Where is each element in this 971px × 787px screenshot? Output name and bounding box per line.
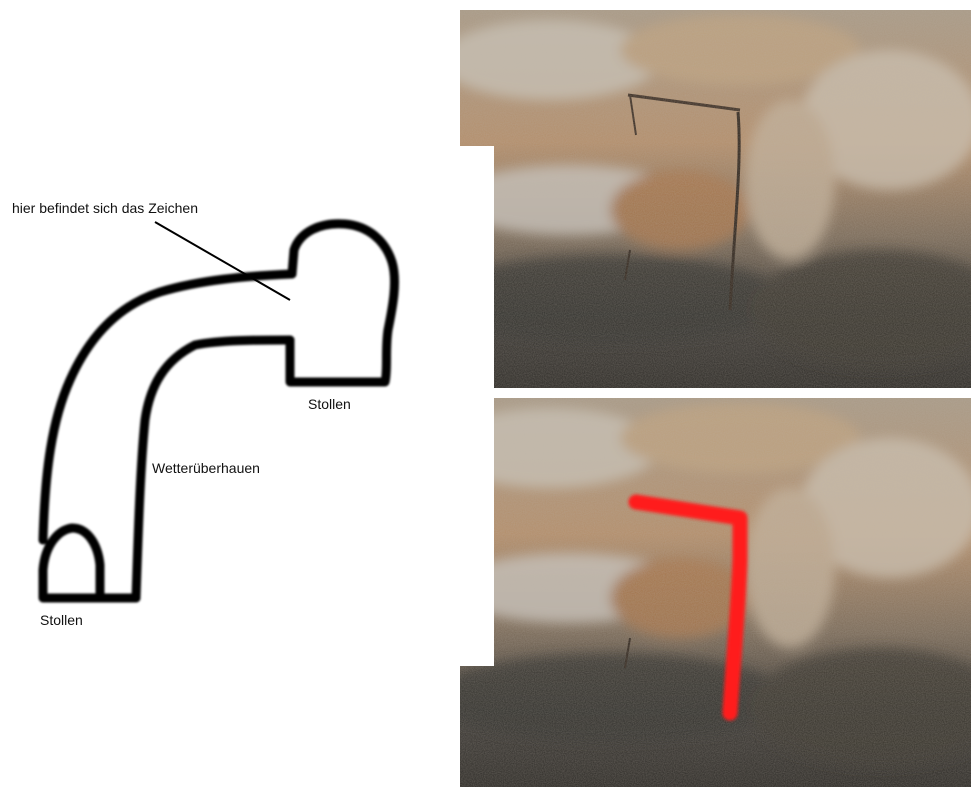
lower-tunnel-label: Stollen	[40, 612, 83, 628]
mine-sketch: hier befindet sich das Zeichen Stollen W…	[0, 0, 460, 787]
rock-photo-highlighted	[460, 398, 971, 787]
rock-photo-original	[460, 10, 971, 388]
upper-tunnel-outline	[290, 224, 395, 382]
shaft-label: Wetterüberhauen	[152, 460, 260, 476]
annotation-label: hier befindet sich das Zeichen	[12, 200, 198, 216]
rock-photo-bottom-image	[460, 398, 971, 787]
rock-photo-top-image	[460, 10, 971, 388]
upper-tunnel-label: Stollen	[308, 396, 351, 412]
shaft-outer-wall	[43, 274, 292, 540]
sketch-drawing	[0, 0, 460, 787]
lower-tunnel-outline	[43, 528, 100, 598]
